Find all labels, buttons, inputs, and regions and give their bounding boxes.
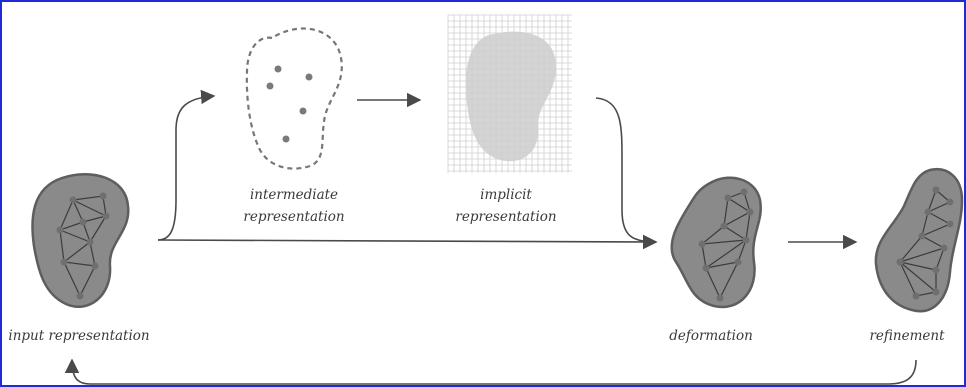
input-vertices xyxy=(56,192,110,300)
input-shape xyxy=(31,173,130,309)
arrow-refinement-feedback xyxy=(64,358,917,385)
arrow-input-to-deformation xyxy=(157,234,658,250)
label-input-representation: input representation xyxy=(8,328,150,344)
label-implicit-line2: representation xyxy=(455,209,557,225)
refinement-mesh xyxy=(898,189,952,297)
label-deformation: deformation xyxy=(669,328,753,344)
deformation-vertices xyxy=(698,188,754,302)
implicit-grid-lines xyxy=(447,14,572,173)
intermediate-dashed-outline xyxy=(245,27,343,170)
input-blob xyxy=(31,173,130,309)
arrow-implicit-to-deformation xyxy=(595,97,658,250)
label-intermediate-line1: intermediate xyxy=(249,187,339,203)
intermediate-shape xyxy=(245,27,343,170)
arrow-to-intermediate xyxy=(157,89,216,241)
label-refinement: refinement xyxy=(869,328,945,344)
refinement-vertices xyxy=(896,186,954,300)
label-implicit-line1: implicit xyxy=(480,187,532,203)
intermediate-points xyxy=(266,65,313,143)
label-intermediate-line2: representation xyxy=(243,209,345,225)
implicit-shape xyxy=(447,14,572,173)
deformation-shape xyxy=(670,176,762,309)
refinement-shape xyxy=(874,167,964,313)
